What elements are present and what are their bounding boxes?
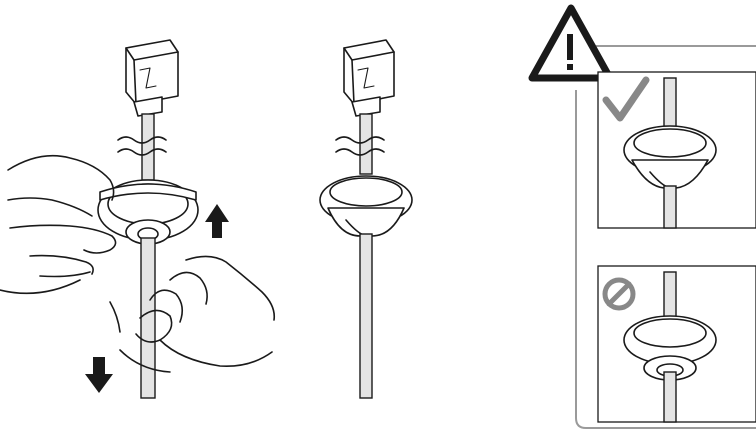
cable-break-mark	[335, 136, 385, 156]
rj45-connector	[343, 39, 395, 117]
cable-upper	[359, 113, 373, 175]
correct-example	[597, 71, 756, 229]
step-2-grommet-seated	[319, 39, 413, 399]
arrow-up-icon	[205, 204, 229, 238]
step-1-pull-cable	[0, 39, 276, 399]
left-hand	[0, 154, 117, 295]
warning-triangle-icon	[528, 4, 614, 82]
warning-panel	[528, 4, 756, 429]
incorrect-example	[597, 265, 756, 423]
cable-lower	[140, 237, 156, 399]
cable-lower	[359, 233, 373, 399]
checkmark-icon	[602, 76, 650, 122]
prohibited-icon	[602, 277, 636, 311]
arrow-down-icon	[85, 357, 113, 393]
cable-break-mark	[117, 136, 167, 156]
right-hand	[109, 255, 276, 373]
rj45-connector	[125, 39, 179, 117]
cable-upper	[141, 113, 155, 181]
rubber-grommet	[319, 175, 413, 237]
